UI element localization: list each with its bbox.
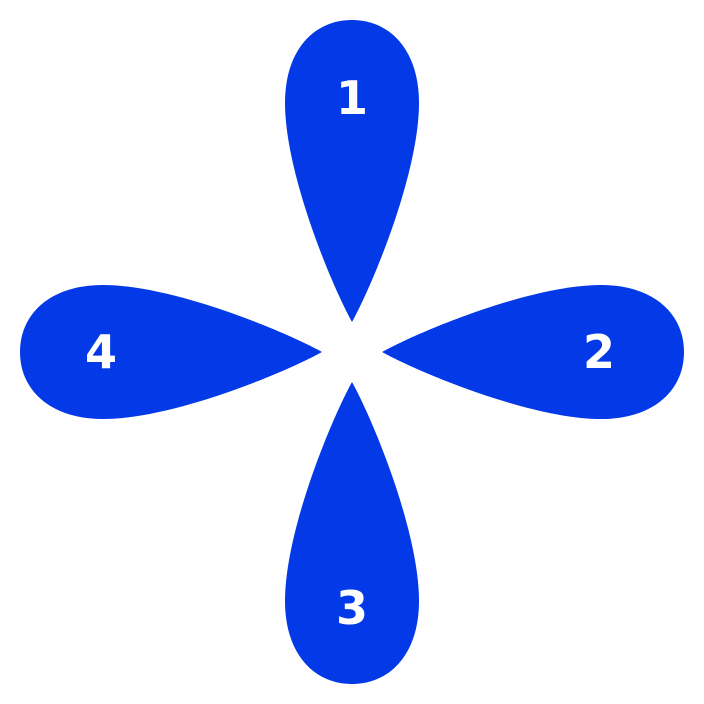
petal-1-label: 1 — [336, 71, 368, 125]
petal-2-shape — [382, 285, 684, 419]
petal-4-shape — [20, 285, 322, 419]
petal-2-label: 2 — [583, 325, 615, 379]
petal-4-label: 4 — [85, 325, 117, 379]
petal-1-shape — [285, 20, 419, 322]
petal-3-shape — [285, 382, 419, 684]
petal-3: 3 — [285, 382, 419, 684]
petal-4: 4 — [20, 285, 322, 419]
petal-2: 2 — [382, 285, 684, 419]
petal-3-label: 3 — [336, 581, 368, 635]
petal-1: 1 — [285, 20, 419, 322]
